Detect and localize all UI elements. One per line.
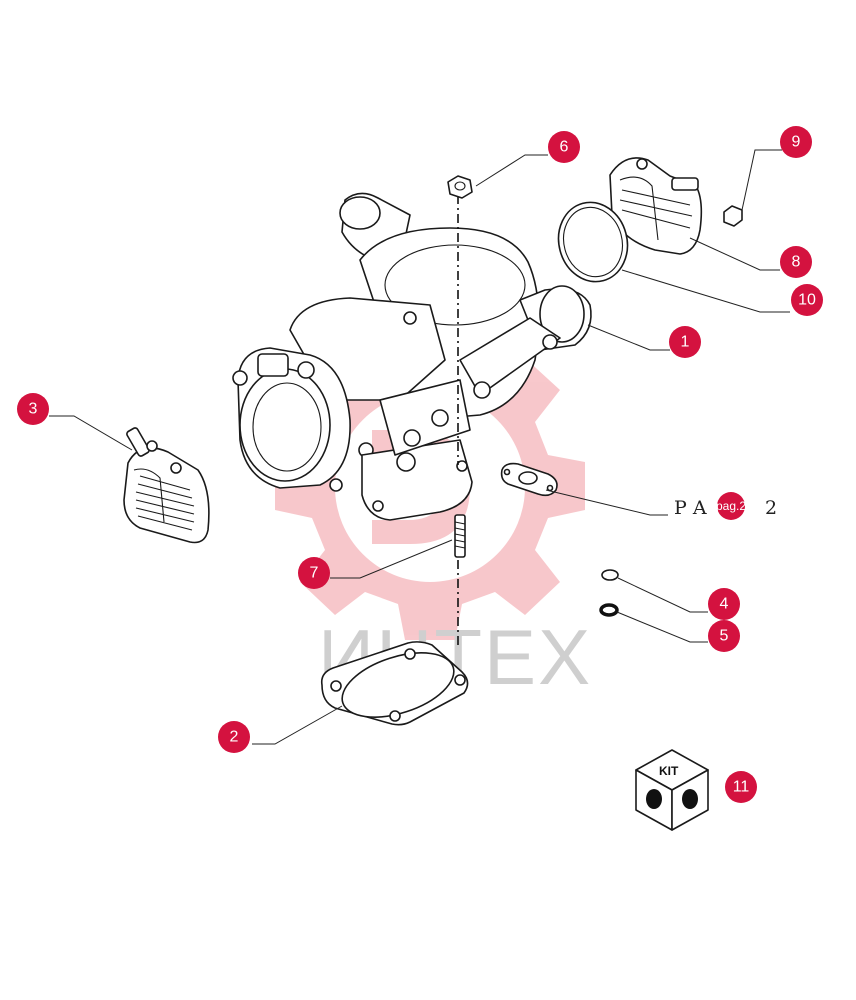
o-ring-small-part bbox=[601, 569, 619, 581]
svg-text:pag.2: pag.2 bbox=[716, 499, 746, 513]
turbocharger-assembly bbox=[232, 192, 592, 521]
callout-6[interactable]: 6 bbox=[548, 131, 580, 163]
svg-text:11: 11 bbox=[733, 779, 750, 796]
callout-4[interactable]: 4 bbox=[708, 588, 740, 620]
callout-11[interactable]: 11 bbox=[725, 771, 757, 803]
reference-text: P A bbox=[674, 497, 707, 519]
svg-text:10: 10 bbox=[798, 292, 816, 309]
svg-text:8: 8 bbox=[792, 254, 801, 271]
svg-text:1: 1 bbox=[681, 334, 690, 351]
page-reference: P A 2 bbox=[674, 497, 777, 519]
kit-label: KIT bbox=[659, 764, 679, 778]
svg-text:4: 4 bbox=[720, 596, 729, 613]
leader-lines bbox=[49, 149, 790, 745]
callout-1[interactable]: 1 bbox=[669, 326, 701, 358]
svg-text:6: 6 bbox=[560, 139, 569, 156]
flange-gasket-part bbox=[320, 641, 469, 726]
reference-number: 2 bbox=[765, 497, 777, 519]
clamp-nut-part bbox=[723, 205, 743, 227]
svg-text:3: 3 bbox=[29, 401, 38, 418]
callout-3[interactable]: 3 bbox=[17, 393, 49, 425]
callout-5[interactable]: 5 bbox=[708, 620, 740, 652]
o-ring-thick-part bbox=[599, 603, 619, 617]
large-o-ring-part bbox=[557, 201, 629, 283]
callout-2[interactable]: 2 bbox=[218, 721, 250, 753]
repair-kit-cube: KIT bbox=[635, 749, 709, 831]
stud-part bbox=[454, 514, 466, 558]
right-clamp-part bbox=[609, 157, 703, 255]
svg-text:7: 7 bbox=[310, 565, 319, 582]
svg-text:5: 5 bbox=[720, 628, 729, 645]
callout-9[interactable]: 9 bbox=[780, 126, 812, 158]
callout-7[interactable]: 7 bbox=[298, 557, 330, 589]
small-gasket-part bbox=[500, 462, 558, 497]
left-clamp-part bbox=[123, 427, 210, 544]
callout-10[interactable]: 10 bbox=[791, 284, 823, 316]
callout-8[interactable]: 8 bbox=[780, 246, 812, 278]
svg-text:2: 2 bbox=[230, 729, 239, 746]
svg-text:9: 9 bbox=[792, 134, 801, 151]
nut-part bbox=[447, 175, 473, 199]
page-tag-badge[interactable]: pag.2 bbox=[716, 492, 746, 520]
